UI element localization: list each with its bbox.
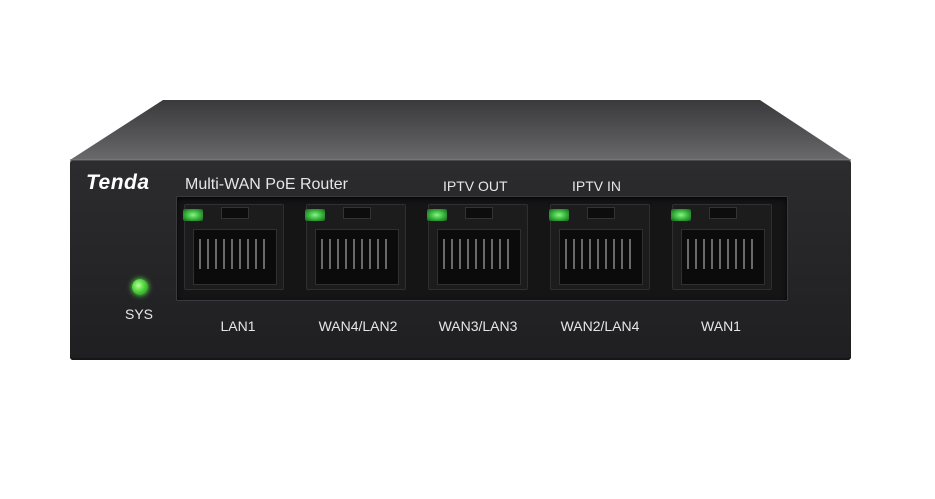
port-led-icon xyxy=(183,209,203,221)
port-led-icon xyxy=(427,209,447,221)
router-lid xyxy=(70,100,851,160)
ethernet-port-wan1[interactable] xyxy=(671,204,772,290)
port-label-wan2-lan4: WAN2/LAN4 xyxy=(560,318,640,334)
port-label-lan1: LAN1 xyxy=(220,318,256,334)
port-label-wan1: WAN1 xyxy=(701,318,741,334)
port-pins xyxy=(321,239,391,269)
port-notch xyxy=(709,207,737,219)
port-label-wan3-lan3: WAN3/LAN3 xyxy=(438,318,518,334)
ethernet-port-wan3-lan3[interactable] xyxy=(427,204,528,290)
port-notch xyxy=(465,207,493,219)
port-notch xyxy=(343,207,371,219)
port-pins xyxy=(565,239,635,269)
sys-label: SYS xyxy=(125,306,154,322)
port-pins xyxy=(443,239,513,269)
port-led-icon xyxy=(671,209,691,221)
ethernet-port-lan1[interactable] xyxy=(183,204,284,290)
port-notch xyxy=(221,207,249,219)
port-notch xyxy=(587,207,615,219)
ethernet-port-wan2-lan4[interactable] xyxy=(549,204,650,290)
product-name: Multi-WAN PoE Router xyxy=(185,176,348,193)
brand-logo: Tenda xyxy=(86,171,150,194)
port-led-icon xyxy=(305,209,325,221)
port-label-wan4-lan2: WAN4/LAN2 xyxy=(318,318,398,334)
iptv-in-label: IPTV IN xyxy=(572,178,622,194)
ethernet-port-wan4-lan2[interactable] xyxy=(305,204,406,290)
port-led-icon xyxy=(549,209,569,221)
port-pins xyxy=(687,239,757,269)
sys-led-icon xyxy=(132,279,148,295)
port-pins xyxy=(199,239,269,269)
iptv-out-label: IPTV OUT xyxy=(443,178,508,194)
